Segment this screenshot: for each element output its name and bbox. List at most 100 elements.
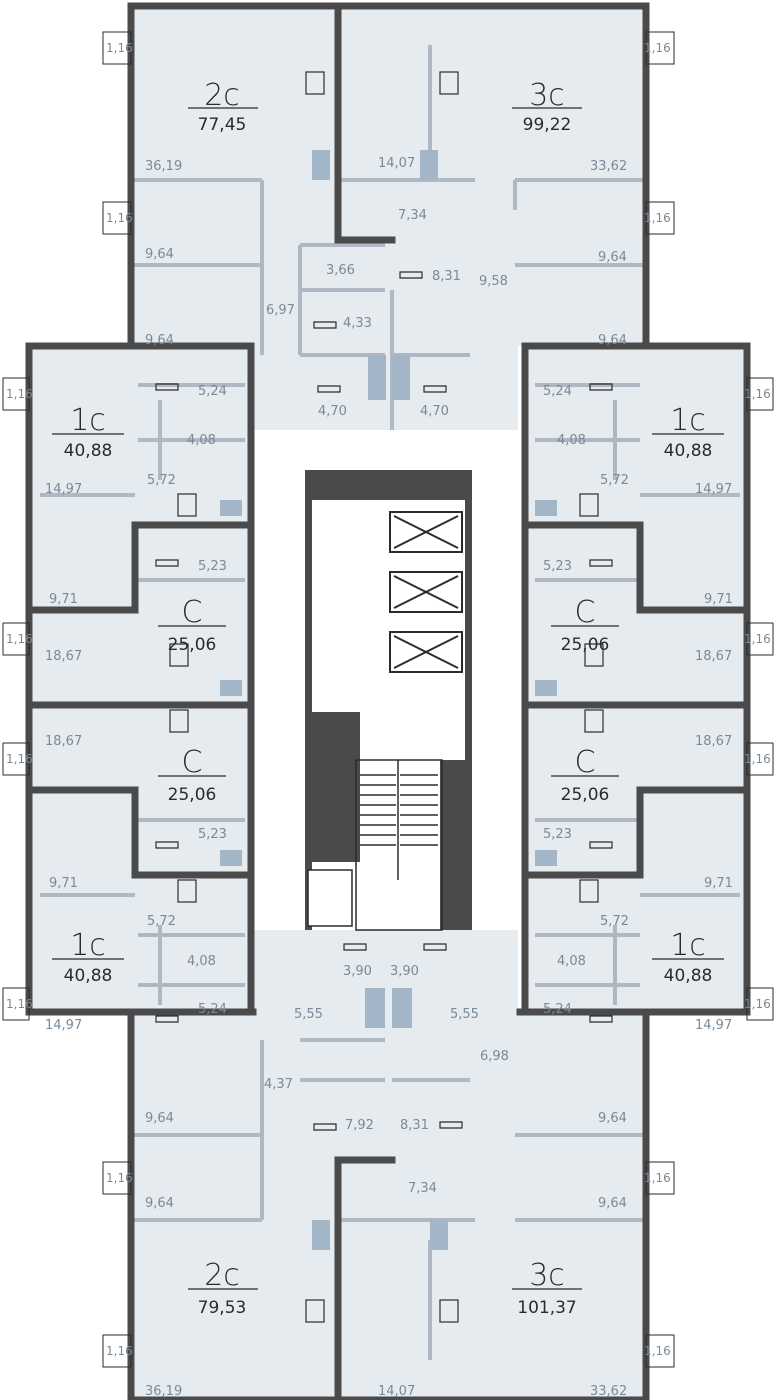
balcony-area: 1,16	[106, 1344, 133, 1358]
apartment-labels: 2с 77,45 3с 99,22 1с 40,88 1с 40,88 С 25…	[52, 78, 724, 1318]
apartment-area: 79,53	[198, 1298, 247, 1318]
balcony	[645, 31, 675, 65]
corridor	[253, 430, 518, 930]
room-area: 33,62	[590, 159, 627, 174]
room-area: 18,67	[695, 734, 732, 749]
room-area: 9,58	[479, 274, 508, 289]
bathtub-icon	[155, 841, 179, 849]
balcony	[645, 1334, 675, 1368]
bathtub-icon	[155, 559, 179, 567]
stove-icon	[584, 709, 604, 733]
room-area: 14,97	[45, 1018, 82, 1033]
balcony	[645, 1161, 675, 1195]
room-area: 5,72	[600, 473, 629, 488]
bathtub-icon	[313, 1123, 337, 1131]
balcony	[2, 742, 30, 776]
bathtub-icon	[423, 385, 447, 393]
room-area: 4,33	[343, 316, 372, 331]
balcony	[2, 987, 30, 1021]
apartment-area: 101,37	[517, 1298, 576, 1318]
apartment-type: С	[182, 595, 203, 630]
accent-blocks	[220, 150, 557, 1250]
apartment-type: 1с	[70, 928, 106, 963]
room-area: 5,72	[147, 914, 176, 929]
stove-icon	[584, 643, 604, 667]
room-area: 6,98	[480, 1049, 509, 1064]
balcony-area: 1,16	[106, 211, 133, 225]
balcony-area: 1,16	[744, 632, 771, 646]
room-area: 9,64	[145, 1111, 174, 1126]
room-area: 9,64	[145, 247, 174, 262]
bathtub-icon	[439, 1121, 463, 1129]
balcony	[746, 377, 774, 411]
room-area: 5,23	[198, 827, 227, 842]
balcony-area: 1,16	[644, 1344, 671, 1358]
apartment-type: С	[575, 595, 596, 630]
room-area: 5,72	[147, 473, 176, 488]
core-wall-right	[465, 470, 472, 930]
apartment-area: 25,06	[561, 635, 610, 655]
walls	[25, 2, 751, 1400]
room-area: 5,24	[543, 1002, 572, 1017]
bathtub-icon	[155, 383, 179, 391]
balcony-area: 1,16	[644, 41, 671, 55]
room-area: 8,31	[432, 269, 461, 284]
stove-icon	[579, 493, 599, 517]
apartment-type: 1с	[670, 928, 706, 963]
balcony	[102, 201, 132, 235]
bathtub-icon	[589, 383, 613, 391]
room-area: 5,24	[198, 1002, 227, 1017]
stove-icon	[305, 71, 325, 95]
room-area: 9,71	[704, 876, 733, 891]
apartment-type: 2с	[204, 1258, 240, 1293]
room-area: 4,08	[557, 954, 586, 969]
balcony	[102, 1334, 132, 1368]
balcony-area: 1,16	[744, 387, 771, 401]
room-area: 14,97	[695, 1018, 732, 1033]
room-area: 33,62	[590, 1384, 627, 1399]
room-area: 4,08	[187, 954, 216, 969]
floor-areas	[29, 6, 747, 1400]
balcony-area: 1,16	[6, 632, 33, 646]
core-wall-left	[305, 470, 312, 930]
balcony-area: 1,16	[6, 752, 33, 766]
room-area: 5,24	[543, 384, 572, 399]
bathtub-icon	[399, 271, 423, 279]
room-area: 18,67	[695, 649, 732, 664]
building-core	[253, 430, 518, 931]
room-area: 7,92	[345, 1118, 374, 1133]
room-area: 6,97	[266, 303, 295, 318]
balcony-area: 1,16	[744, 997, 771, 1011]
balcony-labels: 1,16 1,16 1,16 1,16 1,16 1,16 1,16 1,16 …	[6, 41, 771, 1358]
apartment-area: 40,88	[64, 966, 113, 986]
stove-icon	[169, 643, 189, 667]
apartment-type: С	[575, 745, 596, 780]
apartment-type: 3с	[529, 1258, 565, 1293]
stairwell	[307, 759, 443, 931]
elevator-shafts	[389, 511, 463, 673]
balcony	[2, 622, 30, 656]
room-area: 9,64	[598, 1111, 627, 1126]
room-area: 9,71	[49, 592, 78, 607]
room-area: 3,90	[390, 964, 419, 979]
room-area: 4,70	[318, 404, 347, 419]
bathtub-icon	[343, 943, 367, 951]
core-top-floor	[253, 240, 518, 430]
room-area: 9,64	[598, 250, 627, 265]
stove-icon	[579, 879, 599, 903]
apartment-area: 40,88	[664, 966, 713, 986]
bathtub-icon	[313, 321, 337, 329]
apartment-type: С	[182, 745, 203, 780]
bathtub-icon	[155, 1015, 179, 1023]
room-area: 36,19	[145, 159, 182, 174]
bathtub-icon	[589, 841, 613, 849]
balcony	[2, 377, 30, 411]
room-area: 9,64	[145, 1196, 174, 1211]
balcony	[102, 1161, 132, 1195]
room-area: 9,64	[598, 333, 627, 348]
room-area: 36,19	[145, 1384, 182, 1399]
room-area: 7,34	[398, 208, 427, 223]
balcony	[746, 622, 774, 656]
fixture-icons	[155, 71, 613, 1323]
